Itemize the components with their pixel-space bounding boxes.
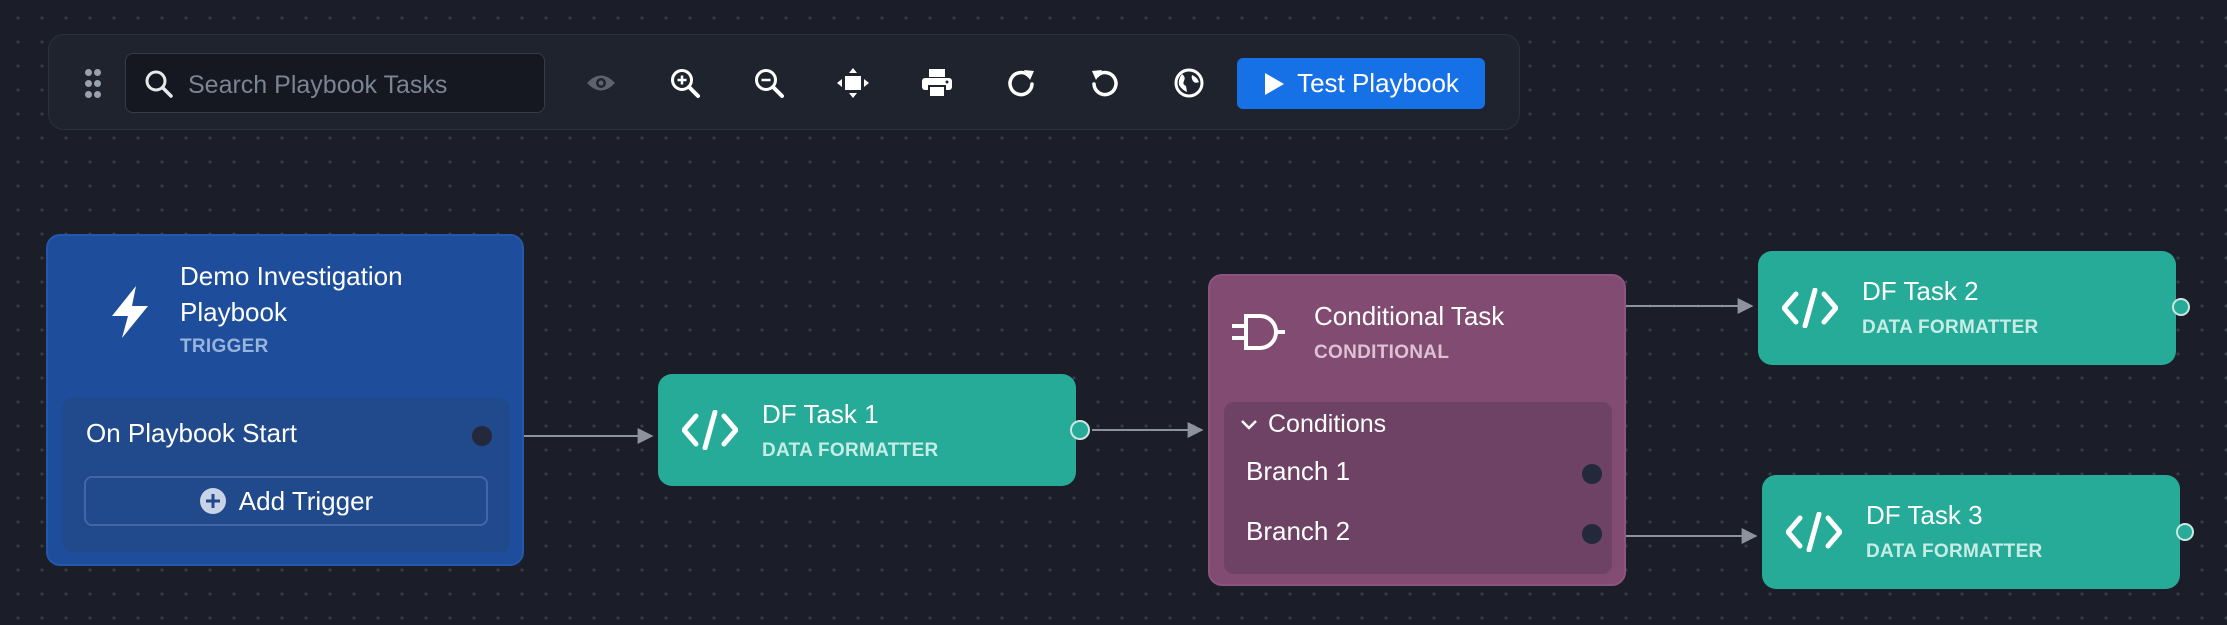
trigger-title-line2: Playbook [180,297,287,327]
print-icon[interactable] [917,63,957,103]
play-icon [1265,72,1285,95]
search-icon [145,70,173,98]
chevron-down-icon [1241,419,1257,430]
code-icon [1786,512,1842,552]
conditional-type-label: CONDITIONAL [1314,342,1450,363]
plus-circle-icon [199,488,226,514]
branch-2-output-port[interactable] [1582,524,1602,544]
branch-1-label: Branch 1 [1246,456,1351,486]
df-task-2-output-port[interactable] [2172,298,2190,316]
df-task-2-type-label: DATA FORMATTER [1862,317,2039,338]
conditions-panel: Conditions Branch 1 Branch 2 [1224,402,1612,574]
conditions-label: Conditions [1268,410,1387,438]
undo-icon[interactable] [1085,63,1125,103]
trigger-title-line1: Demo Investigation [180,261,403,291]
zoom-out-icon[interactable] [749,63,789,103]
logic-gate-icon [1232,314,1285,350]
zoom-in-icon[interactable] [665,63,705,103]
search-input[interactable] [186,64,530,106]
df-task-3-output-port[interactable] [2176,523,2194,541]
df-task-1-output-port[interactable] [1070,420,1090,440]
trigger-item-on-playbook-start: On Playbook Start [86,418,297,448]
fit-view-icon[interactable] [833,63,873,103]
df-task-2-node[interactable]: DF Task 2 DATA FORMATTER [1758,251,2176,365]
code-icon [1782,288,1838,328]
df-task-1-type-label: DATA FORMATTER [762,440,939,461]
test-playbook-label: Test Playbook [1297,68,1459,98]
redo-icon[interactable] [1001,63,1041,103]
drag-handle-icon[interactable] [85,69,101,99]
branch-2-label: Branch 2 [1246,516,1351,546]
search-field[interactable] [125,53,545,113]
df-task-1-title: DF Task 1 [762,399,879,429]
code-icon [682,410,738,450]
add-trigger-button[interactable]: Add Trigger [84,476,488,526]
globe-icon[interactable] [1169,63,1209,103]
eye-icon[interactable] [581,63,621,103]
df-task-1-node[interactable]: DF Task 1 DATA FORMATTER [658,374,1076,486]
playbook-toolbar: Test Playbook [48,34,1520,130]
lightning-bolt-icon [112,286,148,338]
conditional-task-node[interactable]: Conditional Task CONDITIONAL Conditions … [1208,274,1626,586]
test-playbook-button[interactable]: Test Playbook [1237,58,1485,109]
df-task-3-type-label: DATA FORMATTER [1866,541,2043,562]
df-task-3-node[interactable]: DF Task 3 DATA FORMATTER [1762,475,2180,589]
trigger-type-label: TRIGGER [180,336,269,357]
trigger-output-port[interactable] [472,426,492,446]
conditions-toggle[interactable]: Conditions [1240,410,1386,439]
df-task-3-title: DF Task 3 [1866,500,1983,530]
branch-1-output-port[interactable] [1582,464,1602,484]
add-trigger-label: Add Trigger [238,485,374,516]
trigger-list: On Playbook Start Add Trigger [62,398,510,552]
df-task-2-title: DF Task 2 [1862,276,1979,306]
conditional-task-title: Conditional Task [1314,301,1505,331]
trigger-node[interactable]: Demo Investigation Playbook TRIGGER On P… [46,234,524,566]
